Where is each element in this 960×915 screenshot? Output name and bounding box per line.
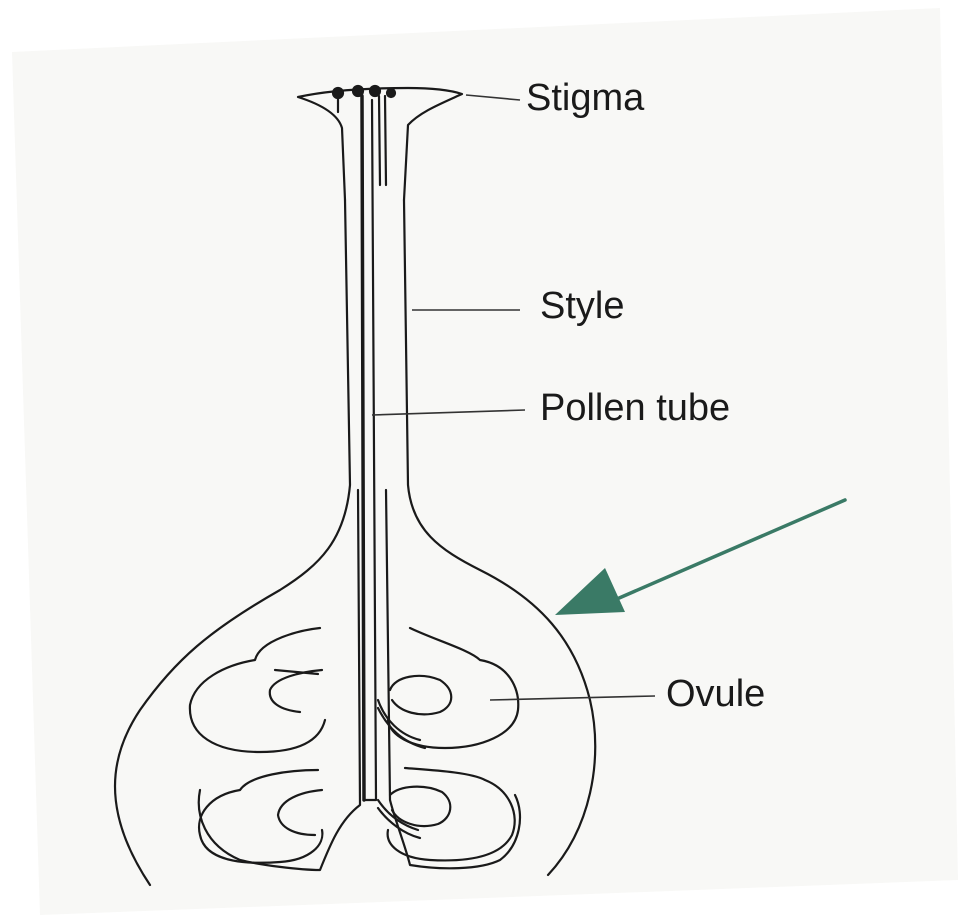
pollen-tube-start [385, 96, 386, 185]
pollen-grain [387, 89, 395, 97]
pollen-tube-label: Pollen tube [540, 387, 730, 429]
pollen-grain [333, 88, 343, 98]
pollen-grain [370, 86, 380, 96]
stigma-label: Stigma [526, 77, 645, 119]
pollen-tube-shape [362, 96, 364, 800]
pollen-tube-start [379, 96, 380, 185]
style-label: Style [540, 285, 624, 327]
ovule-label: Ovule [666, 673, 765, 715]
